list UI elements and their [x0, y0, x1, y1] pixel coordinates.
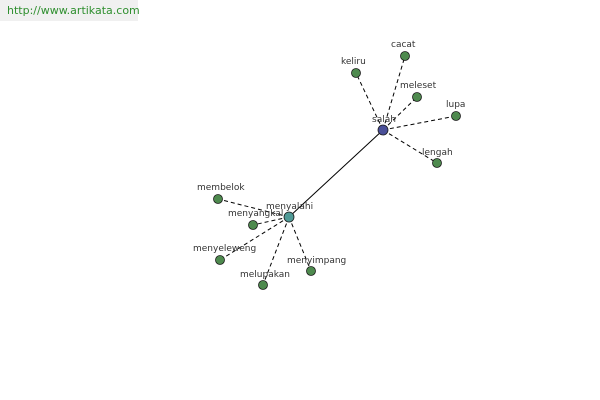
hub-label-salah[interactable]: salah [372, 115, 396, 125]
edge-salah-menyalahi [288, 129, 384, 218]
hub-node-salah[interactable] [377, 124, 389, 136]
hub-label-menyalahi[interactable]: menyalahi [266, 202, 313, 212]
word-node-menyimpang[interactable] [306, 266, 316, 276]
nodes-layer [213, 51, 461, 290]
word-node-keliru[interactable] [351, 68, 361, 78]
word-node-melupakan[interactable] [258, 280, 268, 290]
word-label-keliru[interactable]: keliru [341, 57, 366, 67]
labels-layer: keliru cacat meleset lupa lengah membelok meny… [193, 40, 465, 280]
edges-layer [217, 55, 457, 286]
word-label-menyeleweng[interactable]: menyeleweng [193, 244, 256, 254]
word-node-lengah[interactable] [432, 158, 442, 168]
edge-salah-lengah [382, 129, 438, 164]
edge-salah-keliru [355, 72, 384, 131]
edge-menyalahi-menyimpang [288, 216, 312, 272]
edge-menyalahi-membelok [217, 198, 290, 218]
word-label-meleset[interactable]: meleset [400, 81, 437, 91]
word-label-menyimpang[interactable]: menyimpang [287, 256, 346, 266]
word-node-membelok[interactable] [213, 194, 223, 204]
word-node-menyangkal[interactable] [248, 220, 258, 230]
word-label-melupakan[interactable]: melupakan [240, 270, 290, 280]
edge-salah-cacat [382, 55, 406, 131]
word-node-menyeleweng[interactable] [215, 255, 225, 265]
word-node-meleset[interactable] [412, 92, 422, 102]
edge-menyalahi-menyangkal [252, 216, 290, 226]
word-label-lengah[interactable]: lengah [422, 148, 453, 158]
edge-salah-meleset [382, 96, 418, 131]
word-node-cacat[interactable] [400, 51, 410, 61]
word-label-menyangkal[interactable]: menyangkal [228, 209, 283, 219]
word-label-membelok[interactable]: membelok [197, 183, 245, 193]
word-node-lupa[interactable] [451, 111, 461, 121]
word-label-lupa[interactable]: lupa [446, 100, 465, 110]
edge-salah-lupa [382, 115, 457, 131]
site-url-link[interactable]: http://www.artikata.com [0, 0, 140, 21]
word-label-cacat[interactable]: cacat [391, 40, 416, 50]
hub-node-menyalahi[interactable] [283, 211, 295, 223]
edge-menyalahi-melupakan [262, 216, 290, 286]
